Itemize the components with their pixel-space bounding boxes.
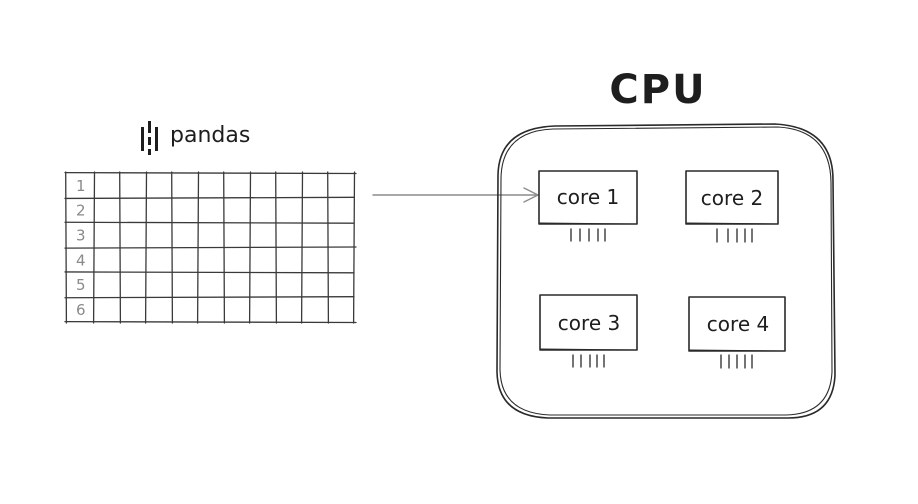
core-2-pins [716,228,753,243]
grid-row-line [64,221,355,224]
core-1: core 1 [538,170,638,242]
grid-column-line [327,171,330,324]
data-flow-arrow [372,187,539,203]
grid-column-line [223,171,226,324]
grid-column-line [119,171,122,324]
grid-column-line [171,171,174,324]
core-4: core 4 [688,296,786,369]
grid-row-line [64,320,357,324]
row-number-label: 4 [76,251,86,269]
grid-column-line [196,171,200,324]
grid-column-line [352,171,356,324]
core-2-label: core 2 [701,186,763,210]
grid-row-line [64,196,355,200]
core-4-label: core 4 [707,312,769,336]
pandas-label: pandas [170,123,250,148]
grid-column-line [92,171,96,324]
pandas-logo-icon [141,121,158,155]
core-4-pins [720,354,753,369]
grid-column-line [275,171,278,324]
grid-row-line [64,246,357,249]
core-2: core 2 [685,170,779,243]
pandas-brand: pandas [141,121,250,155]
row-number-label: 6 [76,301,86,319]
grid-column-line [248,171,252,324]
row-number-label: 1 [76,177,86,195]
row-number-label: 5 [76,276,86,294]
grid-row-line [64,271,355,274]
row-number-label: 3 [76,227,86,245]
core-1-pins [570,228,606,242]
grid-row-line [64,171,357,175]
grid-column-line [300,171,304,324]
cpu-title: CPU [609,67,706,113]
dataframe-grid: 1 2 3 4 5 6 [64,171,357,324]
row-number-label: 2 [76,202,86,220]
core-3: core 3 [539,294,638,368]
cpu-container [496,123,836,419]
grid-column-line [65,171,68,324]
core-3-label: core 3 [558,311,620,335]
core-1-label: core 1 [557,185,619,209]
core-3-pins [572,354,605,368]
grid-row-line [64,296,355,299]
grid-column-line [144,171,148,324]
